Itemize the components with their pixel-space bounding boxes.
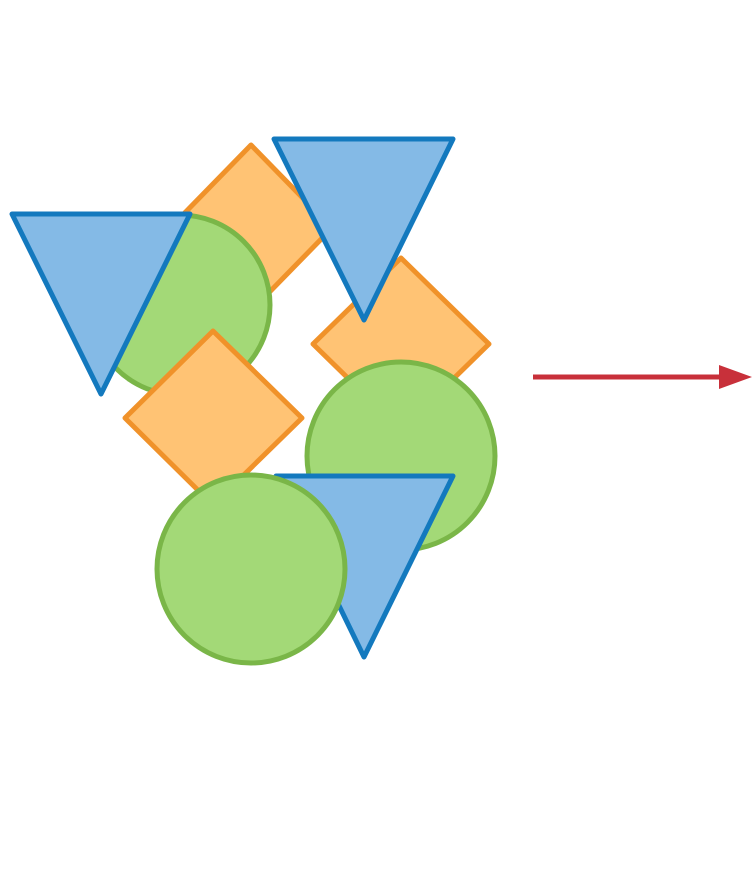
blue-triangle-top <box>271 136 456 323</box>
green-circle-bottom <box>154 472 348 666</box>
blue-triangle-left <box>9 211 193 397</box>
arrow-head-icon <box>719 365 752 389</box>
